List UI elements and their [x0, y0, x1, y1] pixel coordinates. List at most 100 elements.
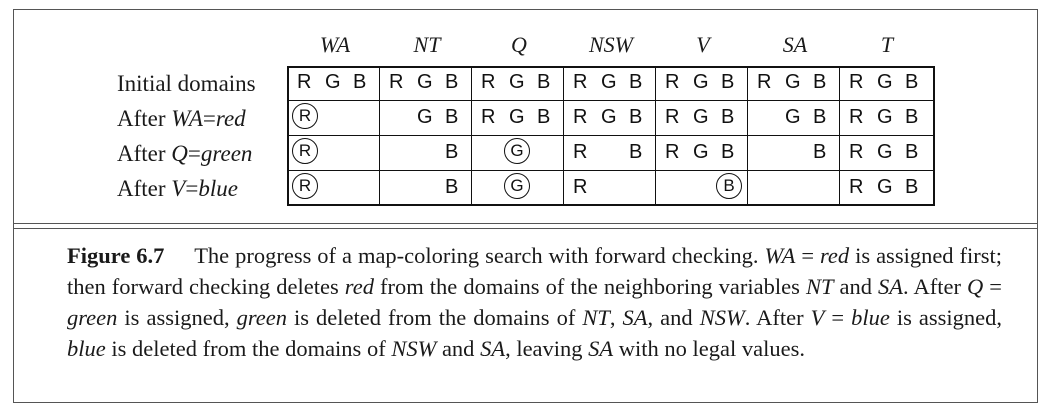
domain-value: R — [849, 106, 864, 128]
row-label-part: = — [202, 106, 216, 131]
caption-run: green — [236, 305, 287, 330]
domain-value: B — [813, 141, 827, 163]
domain-value: B — [721, 141, 735, 163]
domain-value: G — [877, 106, 893, 128]
row-label-2: After Q=green — [117, 141, 252, 167]
caption-text: The progress of a map-coloring search wi… — [67, 243, 1002, 361]
column-header-wa: WA — [319, 32, 351, 57]
domain-value: R — [849, 71, 864, 93]
row-label-part: After — [117, 106, 172, 131]
figure-frame — [13, 9, 1038, 403]
domain-value: B — [445, 176, 459, 198]
column-header-nt: NT — [413, 32, 441, 57]
caption-run: and — [833, 274, 879, 299]
row-label-part: = — [185, 176, 199, 201]
table-column-divider — [655, 66, 656, 206]
caption-run: is deleted from the domains of — [287, 305, 583, 330]
caption-run: red — [819, 243, 850, 268]
caption-run: = — [824, 305, 852, 330]
table-column-divider — [379, 66, 380, 206]
assigned-value: G — [504, 173, 530, 199]
domain-value: B — [905, 141, 919, 163]
domain-cell-v: B — [655, 172, 747, 206]
domain-value: G — [509, 71, 525, 93]
assigned-value: R — [292, 103, 318, 129]
row-label-part: WA — [171, 106, 203, 131]
domain-value: R — [481, 71, 496, 93]
caption-run: , leaving — [505, 336, 589, 361]
domain-value: B — [445, 71, 459, 93]
domain-value: B — [721, 106, 735, 128]
caption-run: NSW — [699, 305, 745, 330]
domain-value: G — [417, 106, 433, 128]
row-label-part: After — [117, 176, 172, 201]
caption-run: SA — [878, 274, 904, 299]
row-label-part: blue — [198, 176, 238, 201]
domain-value: B — [813, 106, 827, 128]
domain-value: B — [353, 71, 367, 93]
domain-value: B — [445, 141, 459, 163]
domain-cell-q: G — [471, 137, 563, 171]
row-label-part: red — [215, 106, 246, 131]
caption-run: is assigned, — [117, 305, 237, 330]
domain-value: B — [905, 106, 919, 128]
domain-value: R — [389, 71, 404, 93]
row-label-part: = — [187, 141, 201, 166]
domain-cell-nt: B — [379, 172, 471, 206]
domain-value: G — [877, 71, 893, 93]
domain-value: G — [693, 71, 709, 93]
domain-cell-nsw: R — [563, 172, 655, 206]
caption-run: and — [436, 336, 481, 361]
row-label-part: Q — [171, 141, 188, 166]
caption-run: red — [344, 274, 374, 299]
domain-value: R — [573, 176, 588, 198]
caption-run: . After — [903, 274, 967, 299]
domain-cell-nt: B — [379, 137, 471, 171]
caption-run: NSW — [391, 336, 437, 361]
figure-divider-top — [13, 223, 1038, 224]
domain-value: G — [877, 141, 893, 163]
domain-value: R — [573, 71, 588, 93]
domain-value: R — [573, 141, 588, 163]
caption-run: V — [810, 305, 825, 330]
row-label-part: After — [117, 141, 172, 166]
assigned-value: B — [716, 173, 742, 199]
caption-run: , — [609, 305, 623, 330]
caption-run: SA — [480, 336, 506, 361]
domain-value: G — [509, 106, 525, 128]
table-column-divider — [747, 66, 748, 206]
caption-gap — [164, 243, 194, 268]
caption-run: = — [983, 274, 1002, 299]
row-label-part: V — [171, 176, 186, 201]
domain-value: G — [325, 71, 341, 93]
domain-value: R — [481, 106, 496, 128]
domain-value: G — [693, 106, 709, 128]
caption-run: , and — [647, 305, 700, 330]
domain-value: R — [665, 141, 680, 163]
domain-value: R — [757, 71, 772, 93]
domain-value: R — [573, 106, 588, 128]
domain-value: G — [693, 141, 709, 163]
caption-run: NT — [805, 274, 834, 299]
domain-cell-sa: B — [747, 137, 839, 171]
column-header-sa: SA — [782, 32, 808, 57]
domain-cell-wa: R — [287, 137, 379, 171]
domain-value: R — [297, 71, 312, 93]
caption-run: SA — [622, 305, 648, 330]
domain-value: G — [785, 71, 801, 93]
domain-value: R — [849, 141, 864, 163]
table-column-divider — [563, 66, 564, 206]
assigned-value: R — [292, 173, 318, 199]
domain-cell-q: G — [471, 172, 563, 206]
